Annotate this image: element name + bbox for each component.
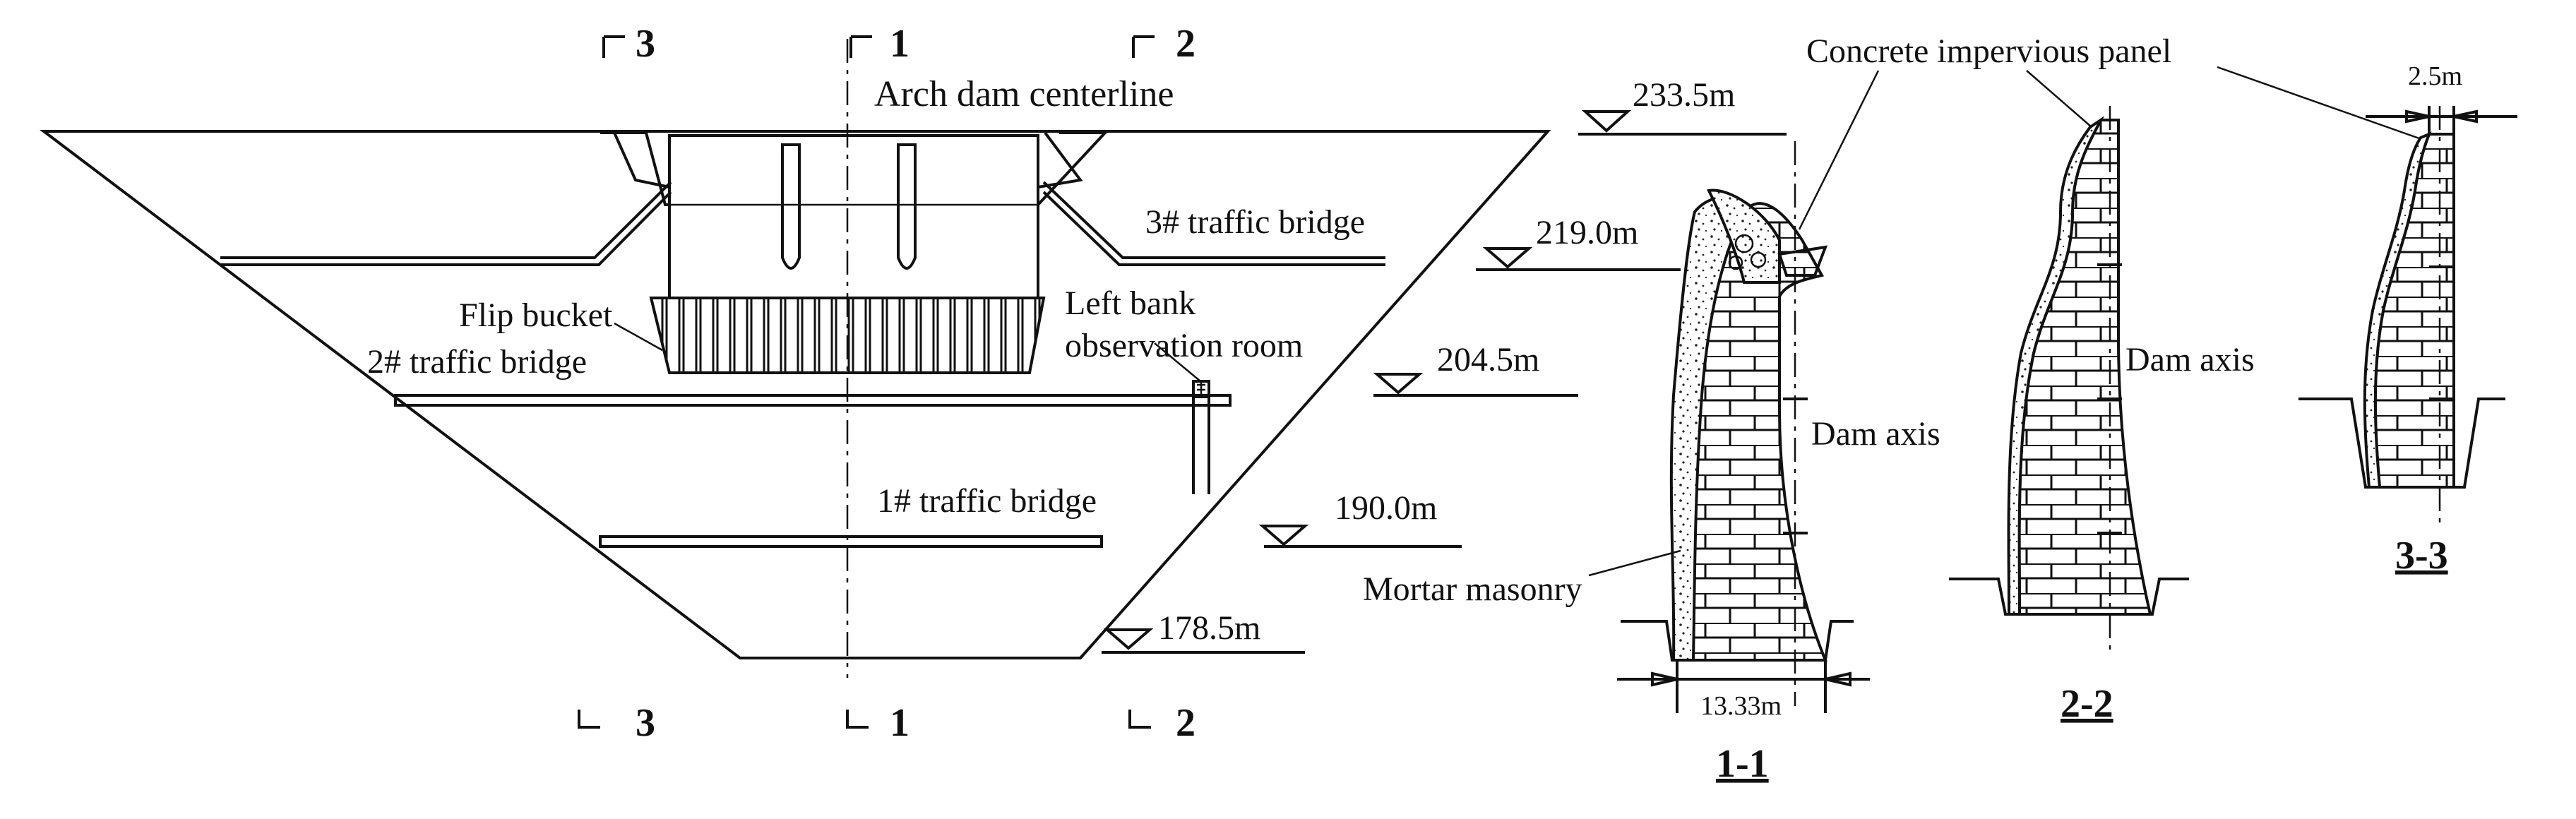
right-abutment [1037,131,1109,206]
valley-outline [40,130,1551,659]
observation-leader [1154,342,1201,382]
section-marks: 3 1 2 3 1 2 [578,22,1195,745]
section-3-3: 2.5m 3-3 [2298,61,2517,578]
impervious-leader-3 [2217,66,2420,140]
elev-204-5: 204.5m [1373,341,1578,397]
section-1-foundation [1621,620,1854,662]
observation-room [1192,380,1210,494]
spillway-block [668,134,1039,299]
pier-right [897,143,917,270]
bridge-3-label: 3# traffic bridge [1145,203,1365,241]
bridge-2-deck [394,394,1232,407]
svg-text:233.5m: 233.5m [1633,76,1735,114]
elev-219-0: 219.0m [1476,214,1681,271]
elevation-view: 3 1 2 3 1 2 Arch dam centerline 3# traff… [40,22,1551,745]
bridge-3-deck-right [1042,181,1385,266]
section-3-width-label: 2.5m [2408,61,2462,91]
bridge-3-deck [220,181,672,266]
dam-axis-label-2: Dam axis [2125,341,2255,378]
bridge-2-label: 2# traffic bridge [367,343,587,381]
mortar-masonry-label: Mortar masonry [1363,570,1582,608]
elevation-markers: 233.5m 219.0m 204.5m 190.0m 178.5m [1102,76,1787,654]
mortar-masonry-leader [1588,549,1681,577]
flip-bucket-label: Flip bucket [459,297,613,334]
dam-axis-label-1: Dam axis [1811,415,1940,453]
section-3-width-dim [2366,106,2517,134]
svg-text:219.0m: 219.0m [1536,214,1638,251]
section-mark-3-top: 3 [636,22,655,66]
section-3-title: 3-3 [2395,534,2448,578]
left-abutment [600,131,670,206]
section-2-2: Dam axis 2-2 [1949,106,2255,726]
impervious-panel-label: Concrete impervious panel [1806,32,2171,70]
section-1-1: 13.33m 1-1 Dam axis Mortar masonry [1363,141,1940,786]
section-mark-1-bottom: 1 [890,701,910,745]
elev-190-0: 190.0m [1258,489,1462,548]
section-2-title: 2-2 [2061,682,2113,726]
section-mark-2-bottom: 2 [1176,701,1195,745]
centerline-label: Arch dam centerline [874,74,1174,114]
impervious-leader-2 [2026,70,2092,128]
observation-label-line1: Left bank [1065,285,1195,322]
svg-text:190.0m: 190.0m [1335,489,1437,527]
section-mark-3-bottom: 3 [636,701,655,745]
svg-text:204.5m: 204.5m [1437,341,1539,378]
section-1-title: 1-1 [1716,742,1769,786]
section-mark-2-top: 2 [1176,22,1195,66]
section-3-foundation [2298,397,2505,489]
flip-bucket-leader [614,322,663,352]
section-1-crest [1706,189,1781,284]
elev-233-5: 233.5m [1578,76,1787,136]
bridge-1-deck [599,535,1103,548]
impervious-leader-1 [1798,70,1880,230]
elev-178-5: 178.5m [1102,609,1305,654]
spillway-structure [600,131,1109,374]
svg-text:178.5m: 178.5m [1158,609,1260,647]
bridge-1-label: 1# traffic bridge [877,482,1097,520]
observation-label-line2: observation room [1065,327,1303,364]
section-mark-1-top: 1 [890,22,910,66]
pier-left [781,143,801,270]
section-1-width-label: 13.33m [1700,691,1782,721]
section-2-foundation [1949,578,2189,616]
